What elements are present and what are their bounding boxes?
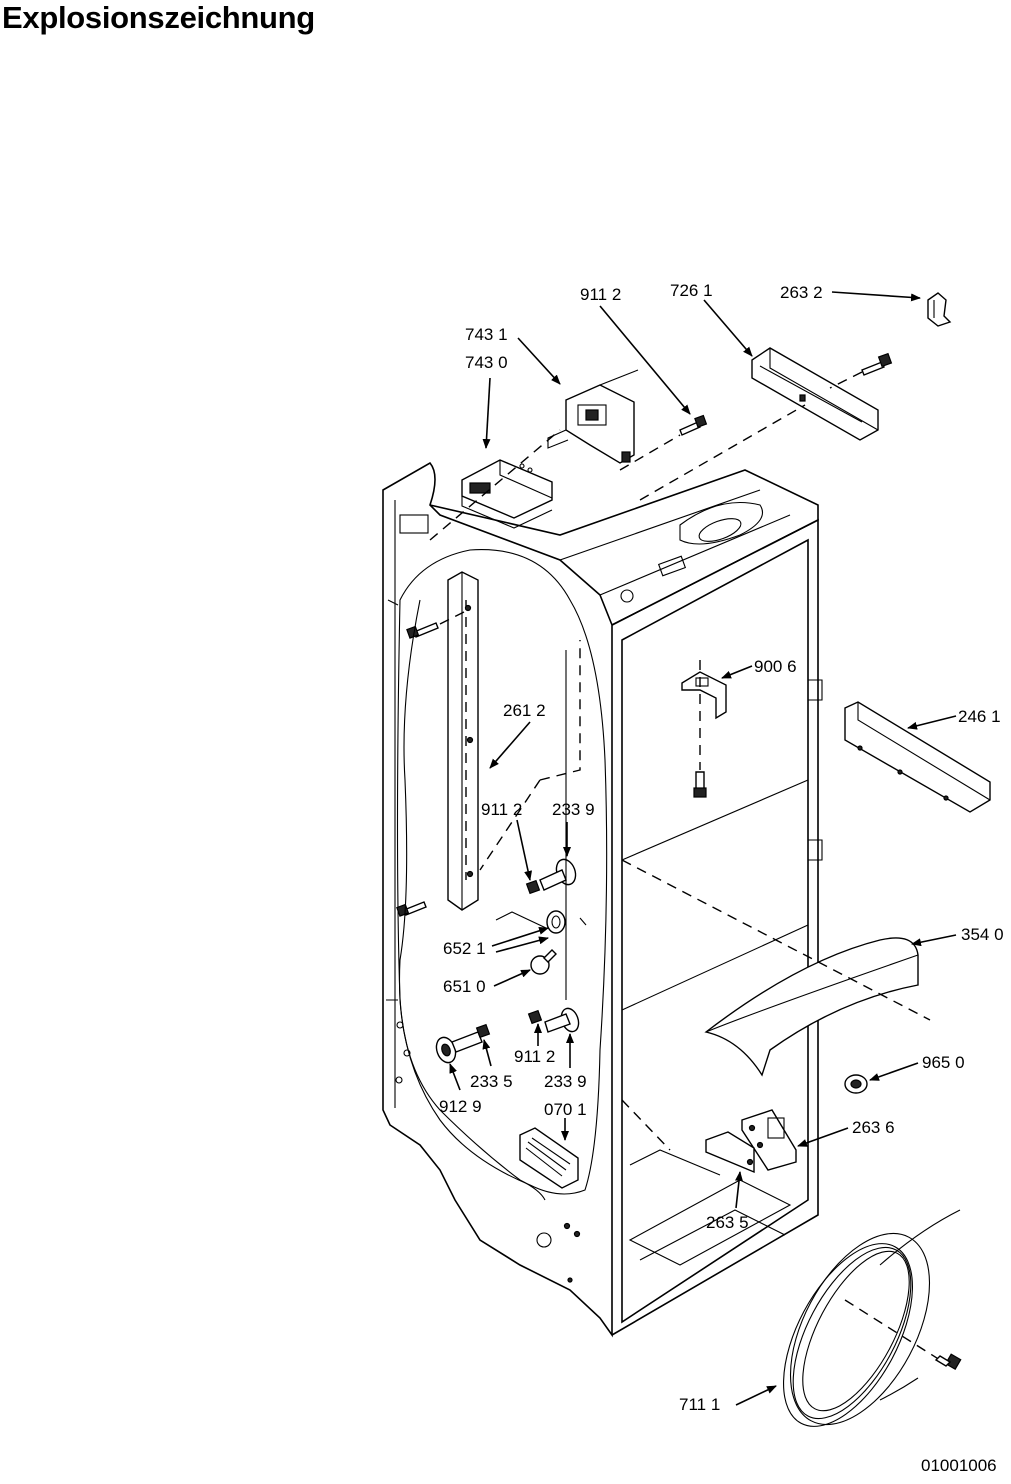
- coiled-tube-711-1-part: [783, 1209, 962, 1427]
- callout-900-6: 900 6: [754, 657, 797, 676]
- channel-246-1-part: [844, 701, 991, 813]
- callout-233-9-low: 233 9: [544, 1072, 587, 1091]
- lamp-651-0-part: [530, 949, 557, 975]
- grommet-965-0-part: [844, 1074, 868, 1094]
- callout-711-1: 711 1: [679, 1395, 720, 1414]
- screw-911-top: [679, 414, 708, 436]
- socket-912-9-part: [435, 1023, 491, 1064]
- left-screw-upper: [406, 611, 465, 639]
- callout-652-1: 652 1: [443, 939, 486, 958]
- callout-726-1: 726 1: [670, 281, 713, 300]
- vent-070-1-part: [519, 1127, 579, 1189]
- callout-651-0: 651 0: [443, 977, 486, 996]
- thermostat-housing-part: [461, 459, 553, 529]
- callout-912-9: 912 9: [439, 1097, 482, 1116]
- callout-263-2: 263 2: [780, 283, 823, 302]
- bracket-263-5-part: [705, 1131, 755, 1174]
- callout-743-0: 743 0: [465, 353, 508, 372]
- bracket-900-6-part: [681, 660, 727, 798]
- bracket-263-6-part: [741, 1109, 797, 1171]
- callout-911-2-top: 911 2: [580, 285, 621, 304]
- callout-911-2-mid: 911 2: [481, 800, 522, 819]
- callout-911-2-low: 911 2: [514, 1047, 555, 1066]
- light-socket-lower-part: [527, 1007, 580, 1033]
- screw-726: [829, 352, 893, 389]
- switch-652-1-part: [495, 910, 587, 934]
- callout-743-1: 743 1: [465, 325, 508, 344]
- clip-263-2-part: [927, 292, 952, 327]
- document-code: 01001006: [921, 1456, 997, 1475]
- page-title: Explosionszeichnung: [2, 0, 315, 35]
- callout-233-9-top: 233 9: [552, 800, 595, 819]
- left-screw-lower: [396, 901, 427, 917]
- callout-233-5: 233 5: [470, 1072, 513, 1091]
- thermostat-bracket-part: [547, 369, 639, 464]
- callout-246-1: 246 1: [958, 707, 1001, 726]
- callout-261-2: 261 2: [503, 701, 546, 720]
- callout-263-6: 263 6: [852, 1118, 895, 1137]
- callout-263-5: 263 5: [706, 1213, 749, 1232]
- light-socket-upper-part: [525, 858, 577, 895]
- callout-965-0: 965 0: [922, 1053, 965, 1072]
- callout-354-0: 354 0: [961, 925, 1004, 944]
- shield-354-0-part: [704, 937, 919, 1077]
- vertical-rail-part: [447, 571, 479, 911]
- top-channel-part: [751, 347, 879, 441]
- callout-070-1: 070 1: [544, 1100, 587, 1119]
